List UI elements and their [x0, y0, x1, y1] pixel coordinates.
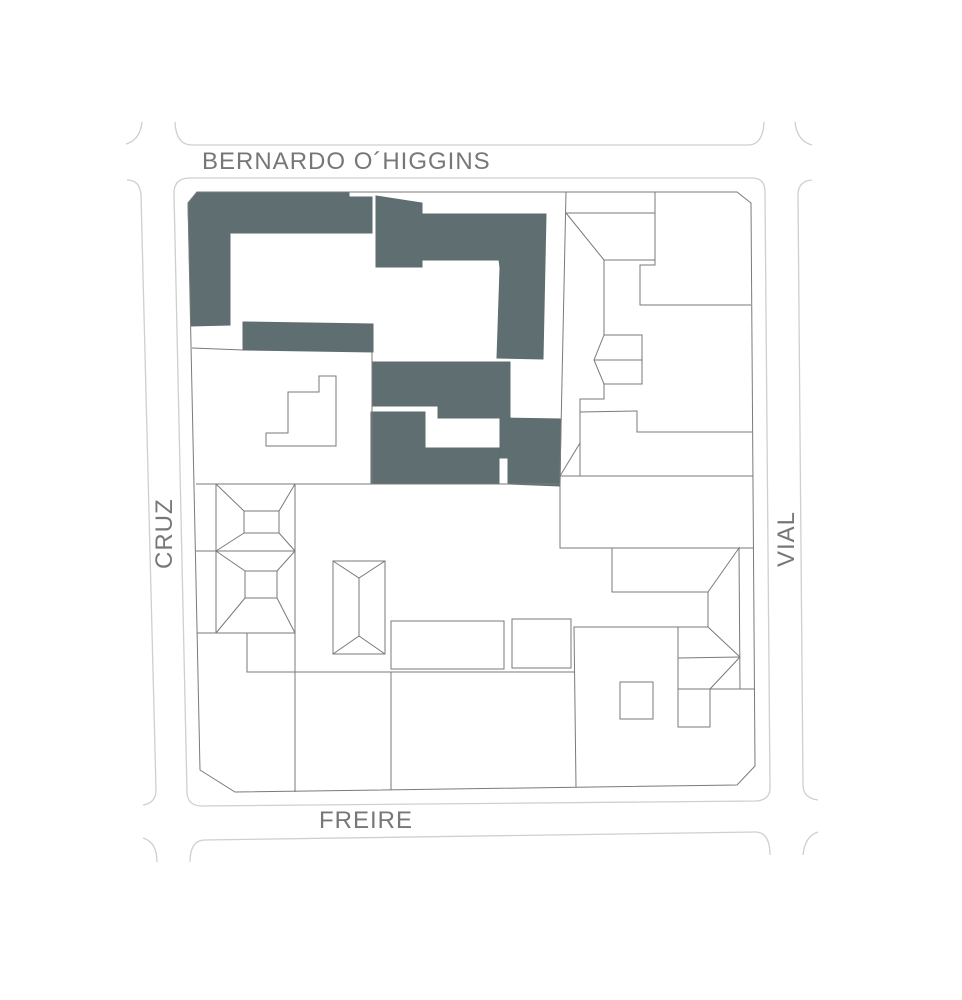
lot-line — [677, 656, 741, 659]
rect-structure — [511, 618, 572, 669]
street-label-west: CRUZ — [151, 498, 178, 569]
lot-line — [191, 347, 244, 351]
roof-hip — [278, 483, 296, 512]
lot-outlines — [187, 191, 756, 793]
east-street-edge — [797, 179, 819, 801]
corner-sw — [142, 837, 158, 863]
roof-hip — [215, 532, 245, 552]
small-structure — [619, 681, 654, 720]
lot-line — [677, 626, 741, 728]
block-curb — [173, 177, 771, 807]
building-f — [370, 411, 500, 485]
building-d — [242, 321, 374, 353]
west-street-edge — [126, 179, 157, 806]
roof-hip — [276, 550, 296, 572]
roof-top-square — [243, 510, 280, 534]
corner-se — [802, 831, 819, 856]
roof-ridge — [332, 560, 386, 579]
lot-line — [639, 192, 751, 306]
roof-bottom-square — [244, 570, 278, 599]
lot-line — [559, 476, 753, 549]
roof-hip — [215, 550, 246, 572]
rect-structure — [390, 620, 505, 670]
building-a — [187, 191, 373, 327]
highlighted-buildings — [187, 191, 562, 487]
lot-line — [573, 592, 709, 788]
lot-line — [565, 212, 655, 261]
lot-line — [611, 546, 741, 690]
street-edges — [125, 121, 819, 863]
lot-line — [246, 633, 575, 673]
building-b — [375, 195, 423, 268]
lot-line — [579, 260, 605, 476]
building-e — [371, 361, 511, 419]
lot-line — [559, 191, 567, 477]
north-street-edge — [174, 121, 765, 146]
building-g — [499, 417, 562, 487]
roof-hip — [278, 532, 296, 552]
street-label-south: FREIRE — [319, 807, 414, 834]
roof-hip — [276, 597, 296, 634]
corner-ne — [794, 121, 813, 146]
lot-line — [579, 410, 752, 433]
roof-hip — [215, 597, 246, 634]
roof-hip — [215, 483, 245, 512]
south-street-edge — [189, 831, 771, 863]
gabled-roof — [332, 560, 386, 655]
corner-nw — [125, 121, 143, 145]
building-c — [421, 213, 547, 360]
lot-line — [559, 442, 581, 477]
block-boundary — [187, 191, 756, 793]
street-label-north: BERNARDO O´HIGGINS — [202, 148, 491, 175]
stepped-structure — [265, 375, 337, 447]
street-label-east: VIAL — [773, 510, 800, 568]
roof-ridge — [332, 635, 386, 655]
